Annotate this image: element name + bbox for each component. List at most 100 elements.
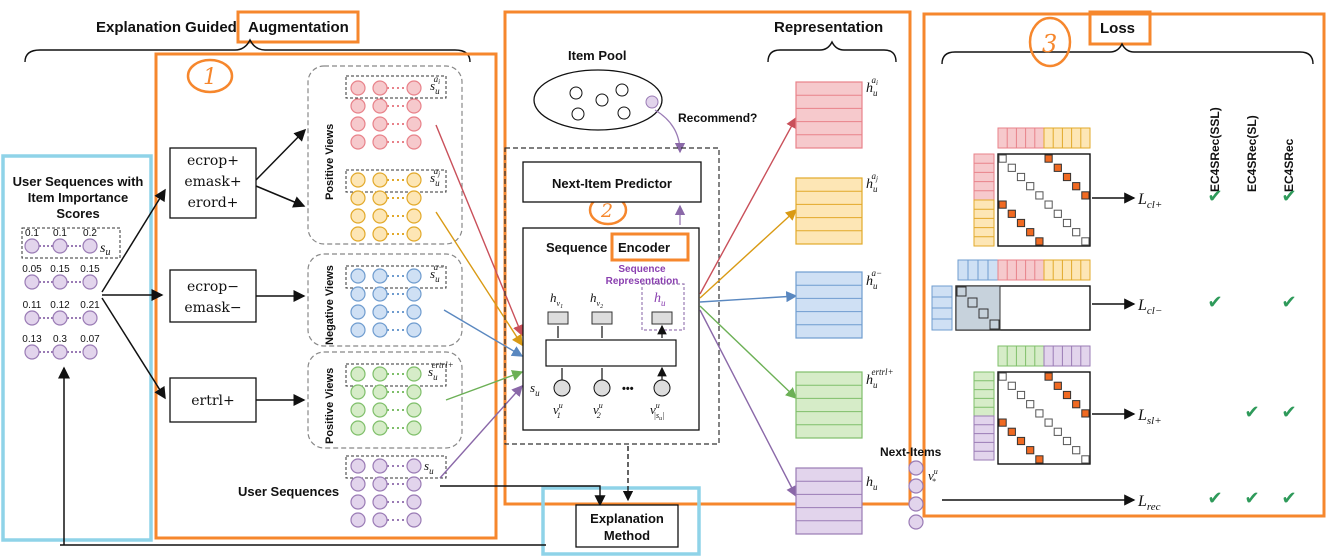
pool-item [617,106,631,120]
hidden-v1 [547,311,569,325]
view-item [372,98,388,114]
view-item [372,190,388,206]
diag-cell [1044,418,1053,427]
view-item [372,322,388,338]
encoder-prefix: Sequence [546,240,607,255]
view-label-ai: suai [430,74,440,96]
input-item-2 [593,379,611,397]
positive-cell [1081,409,1090,418]
diag-cell [998,372,1007,381]
pool-item [569,86,583,100]
view-item [372,286,388,302]
arrow-recommend [654,109,686,154]
col-ssl: EC4SRec(SSL) [1208,107,1222,192]
loss-lcl-pos: Lcl+ [1137,191,1162,211]
positive-views-group-2 [307,351,463,449]
negative-views-group [307,253,463,347]
view-item [350,494,366,510]
view-label-aneg: sua− [430,262,444,284]
seq-rep-line1: Sequence [618,264,666,275]
view-first-row [345,265,447,289]
view-item [372,384,388,400]
view-item [350,226,366,242]
arrow-op-to-pos1 [255,128,307,181]
explanation-highlight [541,486,701,556]
view-item [406,384,422,400]
view-label-su: su [424,458,434,476]
representation-stacks [795,81,863,535]
check-icon: ✔ [1281,186,1296,207]
diag-cell [1007,381,1016,390]
hidden-v2 [591,311,613,325]
user-seq-title-line2: Item Importance [28,190,128,205]
check-icon: ✔ [1281,402,1296,423]
view-item [350,384,366,400]
view-item [372,134,388,150]
check-icon: ✔ [1244,488,1259,509]
view-item [350,80,366,96]
op-ecrop-pos: ecrop+ [187,153,239,169]
check-icon: ✔ [1207,186,1222,207]
view-item [350,304,366,320]
hidden-arrows [557,326,662,338]
view-label-aj: suaj [430,166,440,188]
item-pool-label: Item Pool [568,48,627,63]
input-item-1 [553,379,571,397]
seq-item [24,310,40,326]
diag-cell [1081,237,1090,246]
view-item [406,208,422,224]
view-item [406,172,422,188]
hu-dashed [641,283,685,331]
next-items-label: Next-Items [880,445,942,459]
loss-checkmarks: ✔✔✔✔✔✔✔✔✔ [1207,186,1296,509]
op-emask-pos: emask+ [184,174,241,190]
view-grids [345,75,447,528]
explanation-line1: Explanation [590,511,664,526]
recommend-label: Recommend? [678,111,757,125]
view-item [350,366,366,382]
arrow-to-rep-yellow [699,209,798,299]
view-item [350,476,366,492]
representation-brace [767,40,897,63]
loss-title: Loss [1100,20,1135,37]
rep-stack [795,371,863,439]
encoder-highlight [610,232,690,262]
op-ertrl: ertrl+ [191,393,235,409]
view-first-row [345,75,447,99]
positive-cell [1016,436,1026,446]
view-item [350,420,366,436]
seq-item [82,344,98,360]
view-item [406,190,422,206]
positive-cell [1016,218,1026,228]
view-item [406,366,422,382]
positive-cell [1035,237,1044,246]
check-icon: ✔ [1244,402,1259,423]
input-item-n [653,379,671,397]
diag-cell [1053,427,1062,436]
view-item [350,512,366,528]
neg-diag [989,319,1000,330]
view-item [406,80,422,96]
next-item [908,478,924,494]
view-item [406,512,422,528]
score-label: 0.1 [25,228,39,239]
pool-item [595,93,609,107]
next-item [908,496,924,512]
loss-box [922,12,1326,518]
seq-item [52,274,68,290]
view-item [350,172,366,188]
diag-cell [1026,182,1035,191]
rep-stack [795,81,863,149]
score-label: 0.15 [50,264,70,275]
seq-item [82,238,98,254]
positive-cell [1062,172,1072,182]
seq-item [24,344,40,360]
user-seq-title-line1: User Sequences with [13,174,144,189]
augmentation-prefix: Explanation Guided [96,19,237,36]
positive-cell [1035,455,1044,464]
next-item [908,460,924,476]
negative-views-label: Negative Views [324,265,336,345]
view-item [406,286,422,302]
matrix-strip [973,371,995,417]
